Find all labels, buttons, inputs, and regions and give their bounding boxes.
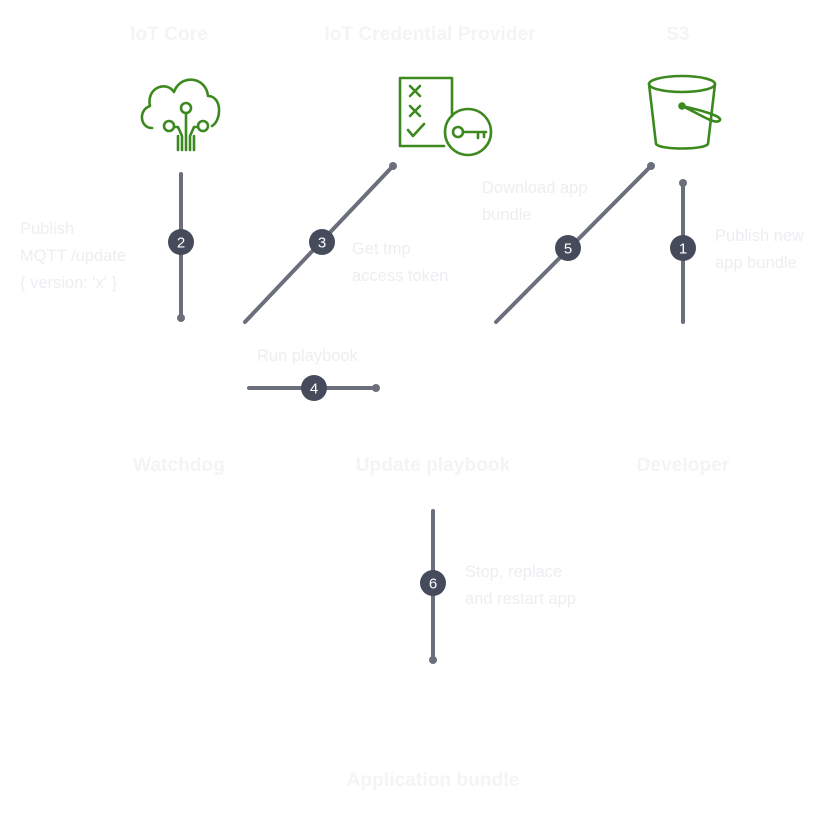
step-badge-5: 5: [555, 235, 581, 261]
step-badge-2: 2: [168, 229, 194, 255]
step-number-6: 6: [429, 576, 437, 593]
step-badge-6: 6: [420, 570, 446, 596]
credential-key-icon: [398, 76, 493, 157]
iot-core-icon: [140, 78, 221, 152]
connector-3-end: [389, 162, 397, 170]
edge-label-5: Download app bundle: [482, 179, 588, 224]
step-number-3: 3: [318, 235, 326, 252]
node-title-iot-core: IoT Core: [130, 24, 208, 45]
edge-label-3: Get tmp access token: [352, 240, 449, 285]
s3-bucket-icon: [647, 74, 722, 150]
edge-label-6: Stop, replace and restart app: [465, 563, 576, 608]
node-title-watchdog: Watchdog: [133, 455, 225, 476]
connector-1-end: [679, 179, 687, 187]
connector-4-end: [372, 384, 380, 392]
connector-2-end: [177, 314, 185, 322]
edge-label-2: Publish MQTT /update { version: 'x' }: [20, 220, 127, 292]
node-title-s3: S3: [666, 24, 690, 45]
edge-label-4: Run playbook: [257, 347, 358, 365]
connector-5-end: [647, 162, 655, 170]
step-badge-3: 3: [309, 229, 335, 255]
node-title-credential-provider: IoT Credential Provider: [324, 24, 536, 45]
edge-label-1: Publish new app bundle: [715, 227, 804, 272]
step-number-1: 1: [679, 241, 687, 258]
step-badge-1: 1: [670, 235, 696, 261]
connector-6-end: [429, 656, 437, 664]
step-badge-4: 4: [301, 375, 327, 401]
step-number-5: 5: [564, 241, 572, 258]
step-number-4: 4: [310, 381, 318, 398]
node-title-update-playbook: Update playbook: [355, 455, 511, 476]
step-number-2: 2: [177, 235, 185, 252]
node-title-application-bundle: Application bundle: [346, 770, 520, 791]
node-title-developer: Developer: [636, 455, 730, 476]
